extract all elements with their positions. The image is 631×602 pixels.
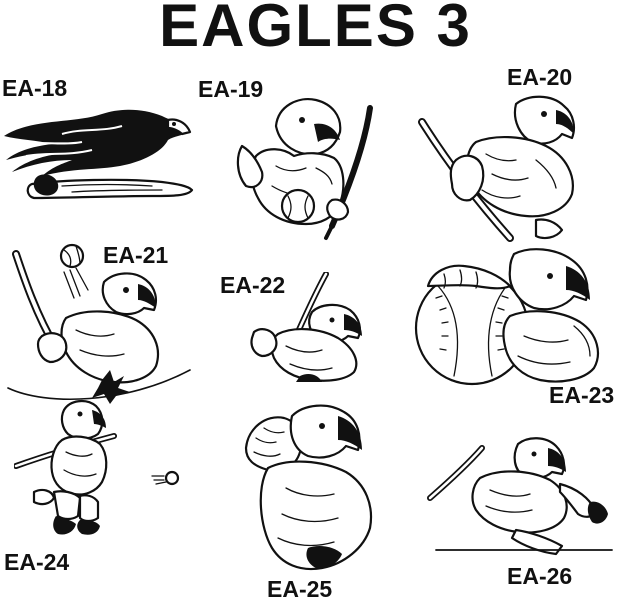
page-title: EAGLES 3: [159, 0, 472, 59]
eagle-holding-ball-icon: [414, 246, 606, 386]
eagle-kid-batter-icon: [14, 396, 188, 548]
label-ea-23: EA-23: [549, 382, 615, 408]
label-ea-24: EA-24: [4, 549, 70, 575]
eagle-batter-front-icon: [236, 96, 376, 244]
eagle-flames-bat-icon: [2, 106, 197, 208]
label-ea-19: EA-19: [198, 76, 264, 102]
eagle-swinging-icon: [6, 238, 194, 408]
label-ea-21: EA-21: [103, 242, 169, 268]
label-ea-25: EA-25: [267, 576, 333, 602]
eagle-sliding-batter-icon: [420, 434, 626, 558]
eagle-batter-small-icon: [250, 272, 368, 384]
eagle-catcher-icon: [238, 398, 384, 574]
eagle-muscle-bat-icon: [416, 90, 582, 242]
label-ea-26: EA-26: [507, 563, 573, 589]
label-ea-22: EA-22: [220, 272, 286, 298]
label-ea-18: EA-18: [2, 75, 68, 101]
label-ea-20: EA-20: [507, 64, 573, 90]
